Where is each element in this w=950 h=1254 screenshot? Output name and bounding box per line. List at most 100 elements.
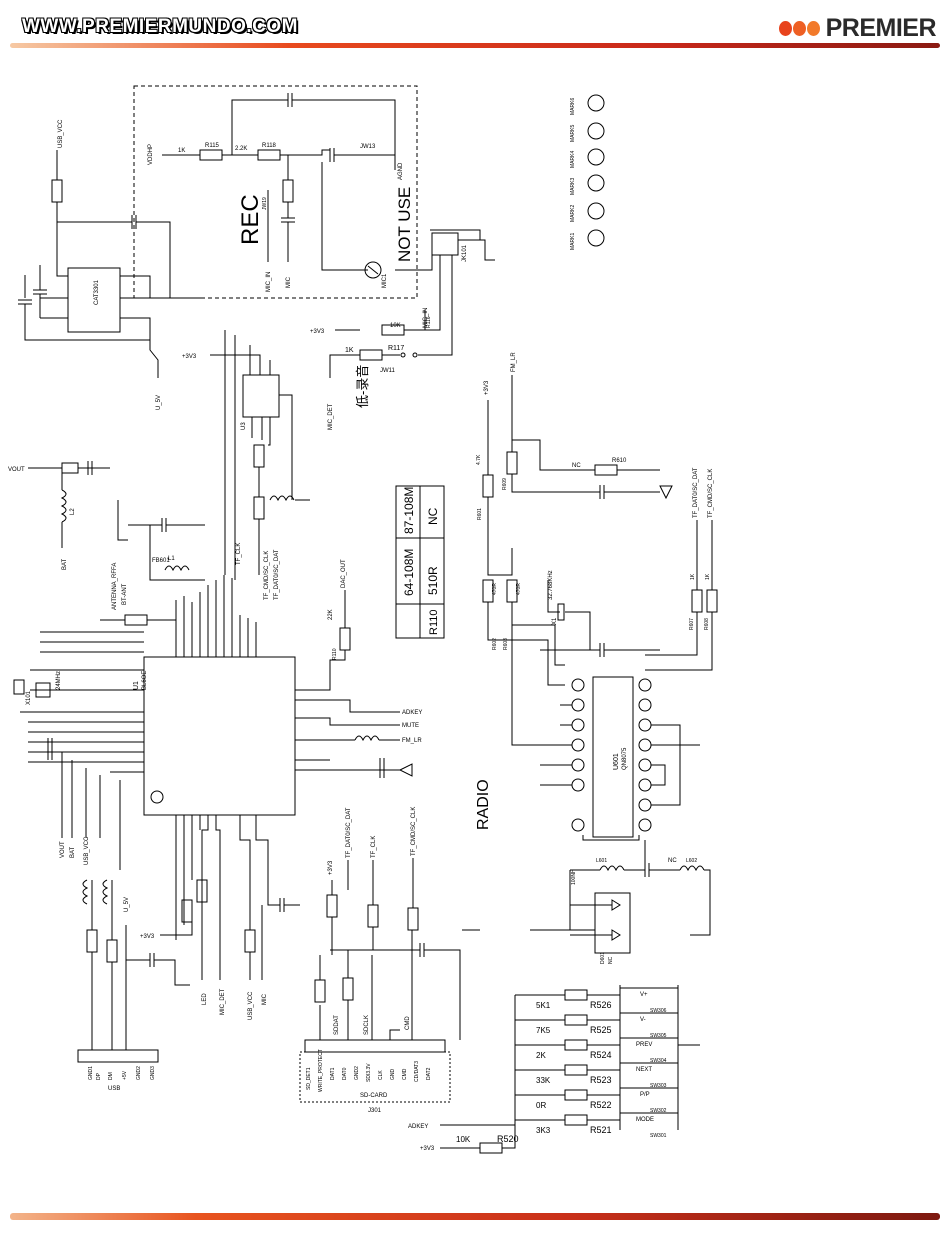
u601-radio-chip (592, 676, 634, 838)
mic1-symbol (364, 261, 382, 279)
d601-diode (594, 892, 631, 954)
val-1k-top: 1K (178, 148, 185, 154)
net-agnd: AGND (398, 162, 404, 180)
jw19-ref: JW19 (262, 197, 268, 210)
net-mic-in-2: MIC_IN (423, 308, 429, 328)
val-1k-r2: 1K (705, 573, 711, 580)
val-1k-mic: 1K (345, 347, 354, 354)
sw305-val: 7K5 (536, 1026, 551, 1035)
sw304-val: 2K (536, 1051, 546, 1060)
jw11-ref: JW11 (380, 368, 396, 374)
u1-part: BL6OE (142, 671, 148, 690)
net-vout: VOUT (8, 467, 25, 473)
x1-freq: 32.768KHz (548, 570, 554, 600)
net-usb-vcc-2: USB_VCC (248, 991, 254, 1020)
table-87-108m: 87-108M (402, 487, 416, 534)
usb-pin-2: DP (96, 1072, 102, 1080)
rec-block-border (133, 85, 418, 299)
nc-l602: NC (668, 858, 677, 864)
net-mic-in: MIC_IN (266, 272, 272, 292)
usb-pin-1: GND1 (88, 1066, 94, 1080)
net-3v3-sd: +3V3 (328, 860, 334, 875)
usb-pin-5: GND2 (136, 1066, 142, 1080)
x101-ref: X101 (26, 690, 32, 705)
sd-sig-cmd: CMD (405, 1016, 411, 1030)
u3-flash-chip (242, 374, 280, 418)
sd-pin-6: SDI3.3V (366, 1063, 372, 1082)
x1-ref: X1 (552, 617, 558, 625)
net-usb-vcc-3: USB_VCC (84, 836, 90, 865)
sw303-val: 33K (536, 1076, 551, 1085)
sd-pin-11: DAT2 (426, 1067, 432, 1080)
net-u-5v: U_5V (156, 395, 162, 410)
net-bat: BAT (62, 558, 68, 570)
sd-pin-7: CLK (378, 1070, 384, 1080)
net-tf-cmd-sd: TF_CMD/SC_CLK (411, 807, 417, 856)
sw305-key: V- (640, 1017, 646, 1023)
net-antenna: ANTENNA_RFFA (112, 563, 118, 610)
sw301-ref: SW301 (650, 1133, 667, 1139)
net-adkey-2: ADKEY (408, 1124, 428, 1130)
logo-wordmark: PREMIER (825, 14, 937, 42)
usb-ref: USB (108, 1086, 120, 1092)
logo-dots-icon (778, 21, 820, 36)
website-url[interactable]: WWW.PREMIERMUNDO.COM (22, 16, 298, 37)
net-mic-2: MIC (262, 993, 268, 1005)
sw305-res: R525 (590, 1025, 612, 1035)
sw302-res: R522 (590, 1100, 612, 1110)
sw301-res: R521 (590, 1125, 612, 1135)
jk101-ref: JK101 (462, 244, 468, 262)
table-510r: 510R (426, 566, 440, 595)
u1-ref: U1 (133, 681, 140, 690)
net-3v3-mid: +3V3 (310, 329, 325, 335)
x101-freq: 24MHz (56, 671, 62, 690)
table-r110: R110 (428, 610, 440, 635)
net-dac-out: DAC_OUT (341, 559, 347, 588)
rec-label: REC (237, 194, 264, 245)
table-64-108m: 64-108M (402, 549, 416, 596)
sw303-key: NEXT (636, 1067, 652, 1073)
r115-ref: R115 (205, 143, 220, 149)
val-1k-r: 1K (690, 573, 696, 580)
r610-ref: R610 (612, 458, 627, 464)
radio-table (395, 485, 445, 639)
table-nc: NC (426, 507, 440, 525)
usb-pin-4: +5V (122, 1070, 128, 1080)
mark-3: MARK3 (570, 178, 576, 195)
net-bat-2: BAT (70, 846, 76, 858)
sd-pin-10: CD/DAT3 (414, 1061, 420, 1082)
header-divider (10, 43, 940, 48)
sd-sig-dat: SDDAT (334, 1015, 340, 1035)
not-use-label: NOT USE (395, 187, 414, 262)
r603-ref: R603 (503, 638, 509, 650)
u601-pins (571, 678, 652, 832)
radio-label: RADIO (475, 779, 492, 830)
footer-divider (10, 1213, 940, 1220)
mark-2: MARK2 (570, 205, 576, 222)
u3-ref: U3 (241, 422, 247, 430)
sw304-res: R524 (590, 1050, 612, 1060)
sw306-key: V+ (640, 992, 648, 998)
net-tf-dat-r: TF_DAT0/SC_DAT (693, 467, 699, 518)
r118-ref: R118 (262, 143, 277, 149)
sd-pin-3: DAT1 (330, 1067, 336, 1080)
u1-main-chip (143, 656, 296, 816)
net-tf-clk: TF_CLK (236, 543, 242, 565)
sw303-ref: SW303 (650, 1083, 667, 1089)
j301-ref: J301 (368, 1108, 382, 1114)
net-u-5v-2: U_5V (124, 897, 130, 912)
sd-pin-8: GND (390, 1069, 396, 1081)
r110-ref: R110 (332, 648, 338, 660)
mark-1: MARK1 (570, 233, 576, 250)
net-tf-cmd-r: TF_CMD/SC_CLK (708, 469, 714, 518)
sw303-res: R523 (590, 1075, 612, 1085)
net-mic-det-2: MIC_DET (220, 988, 226, 1015)
sw302-key: P/P (640, 1092, 650, 1098)
net-usb-vcc: USB_VCC (58, 119, 64, 148)
r607-ref: R607 (689, 618, 695, 630)
u601-part: QN8075 (622, 747, 628, 770)
sd-pin-5: GND2 (354, 1066, 360, 1080)
val-100nh: 100NH (571, 869, 577, 885)
sd-pin-4: DAT0 (342, 1067, 348, 1080)
net-bt-ant: BT-ANT (122, 583, 128, 605)
